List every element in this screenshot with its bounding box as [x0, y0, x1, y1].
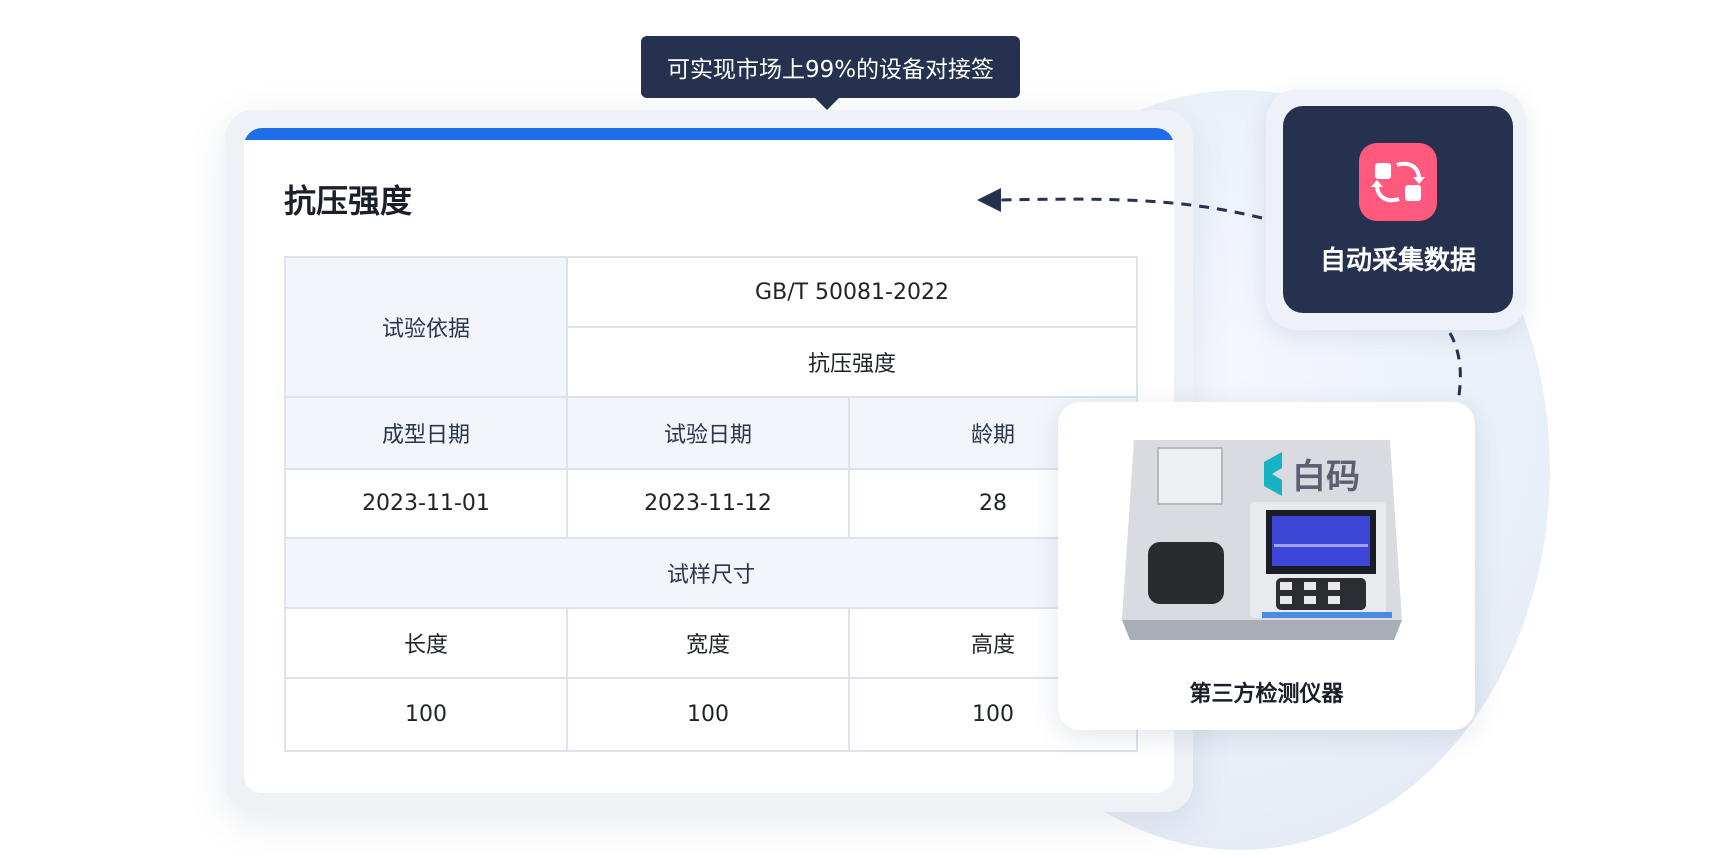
dim-header-length: 长度 — [286, 609, 568, 679]
connector-dashed-line-lower — [1448, 332, 1462, 403]
value-cell-forming-date: 2023-11-01 — [286, 470, 568, 539]
sample-size-label-cell: 试样尺寸 — [286, 539, 1138, 609]
brand-logo-text: 白码 — [1292, 457, 1360, 497]
form-card: 抗压强度 试验依据 GB/T 50081-2022 抗压强度 成型日期 试验日期… — [244, 128, 1174, 793]
sync-icon — [1359, 143, 1437, 221]
dim-header-width: 宽度 — [568, 609, 850, 679]
header-cell-forming-date: 成型日期 — [286, 398, 568, 470]
device-label: 第三方检测仪器 — [1189, 682, 1344, 707]
card-title: 抗压强度 — [284, 182, 413, 220]
test-item-cell: 抗压强度 — [568, 328, 1138, 398]
standard-cell: GB/T 50081-2022 — [568, 258, 1138, 328]
instrument-image: 白码 — [1122, 440, 1402, 640]
tooltip-arrow — [815, 98, 839, 110]
basis-label-cell: 试验依据 — [286, 258, 568, 398]
dim-value-width: 100 — [568, 679, 850, 752]
connector-dashed-line — [999, 197, 1263, 220]
tooltip: 可实现市场上99%的设备对接签 — [641, 36, 1020, 98]
card-accent-bar — [244, 128, 1174, 140]
connector-arrowhead-icon — [977, 188, 1001, 212]
header-cell-test-date: 试验日期 — [568, 398, 850, 470]
test-data-table: 试验依据 GB/T 50081-2022 抗压强度 成型日期 试验日期 龄期 2… — [284, 256, 1138, 752]
value-cell-test-date: 2023-11-12 — [568, 470, 850, 539]
auto-collect-label: 自动采集数据 — [1319, 246, 1476, 276]
dim-value-length: 100 — [286, 679, 568, 752]
